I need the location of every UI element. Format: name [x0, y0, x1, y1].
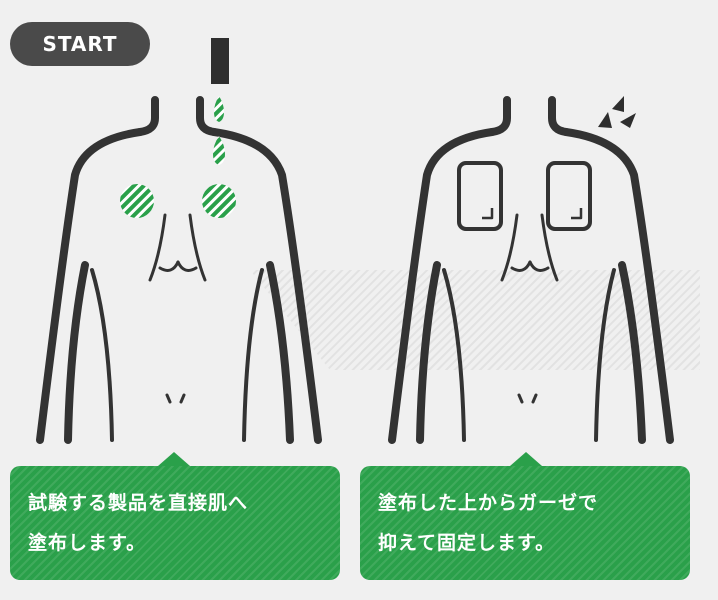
- step-two-line-1: 塗布した上からガーゼで: [378, 492, 599, 514]
- illustration-area: [36, 38, 700, 444]
- applied-patch-icon: [120, 184, 154, 218]
- step-two-line-2: 抑えて固定します。: [378, 532, 556, 554]
- step-one-line-1: 試験する製品を直接肌へ: [28, 492, 249, 514]
- step-one-line-2: 塗布します。: [28, 532, 147, 554]
- step-two-caption: 塗布した上からガーゼで 抑えて固定します。: [360, 452, 690, 580]
- step-one-caption: 試験する製品を直接肌へ 塗布します。: [10, 452, 340, 580]
- background-hatch: [250, 270, 700, 370]
- applied-patch-icon: [202, 184, 236, 218]
- gauze-pad-icon: [457, 161, 503, 231]
- dropper-icon: [211, 38, 229, 84]
- gauze-pad-icon: [546, 161, 592, 231]
- start-badge: START: [10, 22, 150, 66]
- right-torso-figure: [388, 96, 674, 444]
- left-torso-figure: [36, 96, 322, 444]
- spray-droplet-icon: [213, 96, 225, 165]
- impact-burst-icon: [598, 96, 636, 128]
